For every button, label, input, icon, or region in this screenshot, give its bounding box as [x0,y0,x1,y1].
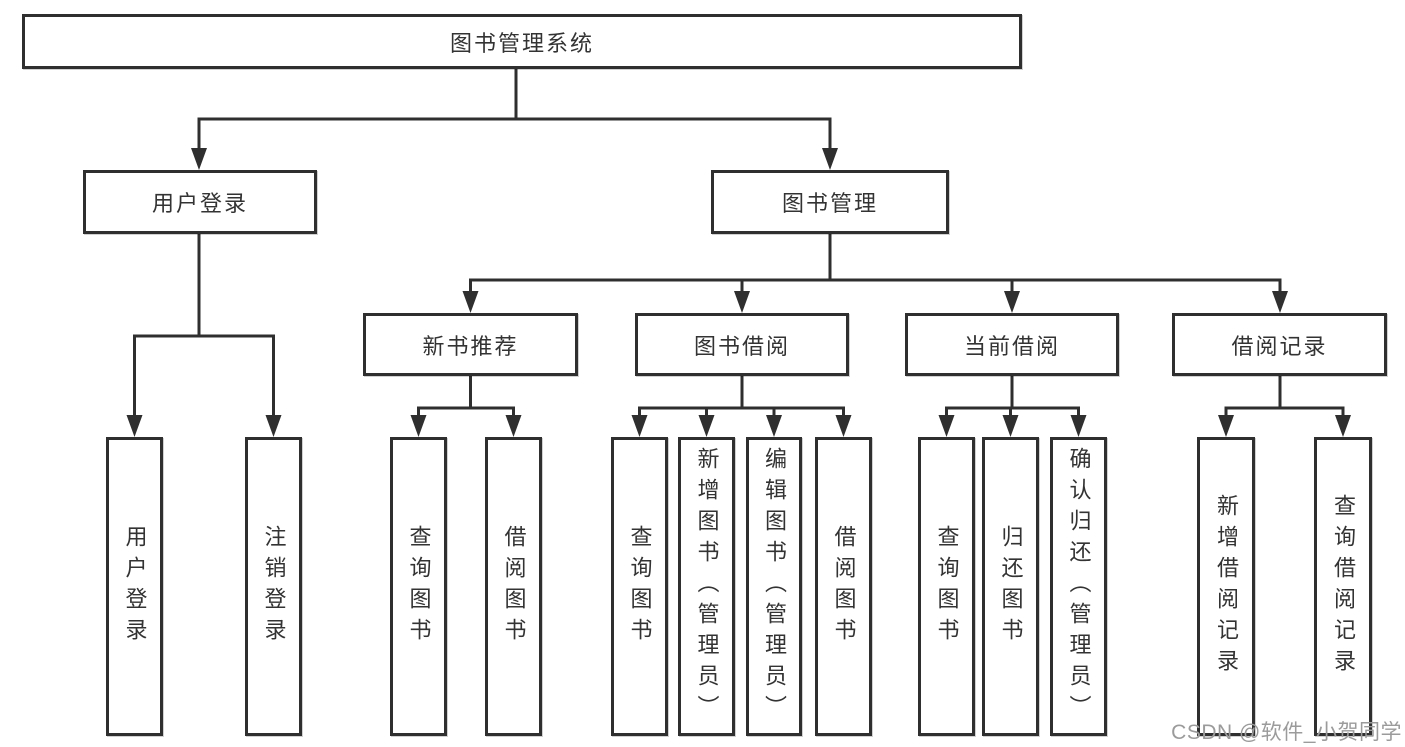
node-new-book-recommend-label: 新书推荐 [422,333,519,359]
node-current-borrow-label: 当前借阅 [963,333,1060,359]
connector-lines [133,69,1345,421]
node-book-management-label: 图书管理 [781,191,878,216]
leaf-edit-books-admin: 编辑图书（管理员） [746,437,802,736]
leaf-borrow-books: 借阅图书 [815,437,872,736]
node-borrow-records: 借阅记录 [1172,313,1387,376]
leaf-logout-label: 注销登录 [261,524,287,649]
leaf-borrow-books-recommend: 借阅图书 [485,437,542,736]
node-book-management: 图书管理 [711,170,949,234]
leaf-query-books-recommend-label: 查询图书 [406,524,432,649]
leaf-query-borrow-record-label: 查询借阅记录 [1331,493,1356,680]
node-book-borrow-label: 图书借阅 [693,333,790,359]
leaf-add-books-admin: 新增图书（管理员） [678,437,735,736]
leaf-confirm-return-admin: 确认归还（管理员） [1050,437,1107,736]
leaf-query-books-recommend: 查询图书 [390,437,447,736]
node-root-label: 图书管理系统 [449,30,594,56]
node-user-login-label: 用户登录 [151,191,248,216]
leaf-borrow-books-label: 借阅图书 [831,524,857,649]
leaf-return-books: 归还图书 [982,437,1039,736]
leaf-add-books-admin-label: 新增图书（管理员） [694,447,720,726]
node-book-borrow: 图书借阅 [635,313,849,376]
leaf-query-books-current: 查询图书 [918,437,975,736]
leaf-logout: 注销登录 [245,437,302,736]
leaf-query-books-borrow: 查询图书 [611,437,668,736]
leaf-confirm-return-admin-label: 确认归还（管理员） [1066,447,1092,726]
leaf-query-books-borrow-label: 查询图书 [627,524,653,649]
leaf-borrow-books-recommend-label: 借阅图书 [501,524,527,649]
leaf-edit-books-admin-label: 编辑图书（管理员） [762,447,787,726]
leaf-return-books-label: 归还图书 [998,524,1024,649]
leaf-user-login-label: 用户登录 [122,524,148,649]
node-new-book-recommend: 新书推荐 [363,313,578,376]
csdn-watermark: CSDN @软件_小贺同学 [1171,721,1402,744]
node-borrow-records-label: 借阅记录 [1231,333,1328,359]
node-current-borrow: 当前借阅 [905,313,1119,376]
arrowheads [126,148,1351,437]
node-root: 图书管理系统 [22,14,1022,69]
leaf-add-borrow-record: 新增借阅记录 [1197,437,1255,736]
leaf-add-borrow-record-label: 新增借阅记录 [1214,493,1239,680]
leaf-query-books-current-label: 查询图书 [934,524,960,649]
node-user-login: 用户登录 [83,170,317,234]
leaf-query-borrow-record: 查询借阅记录 [1314,437,1372,736]
leaf-user-login: 用户登录 [106,437,163,736]
